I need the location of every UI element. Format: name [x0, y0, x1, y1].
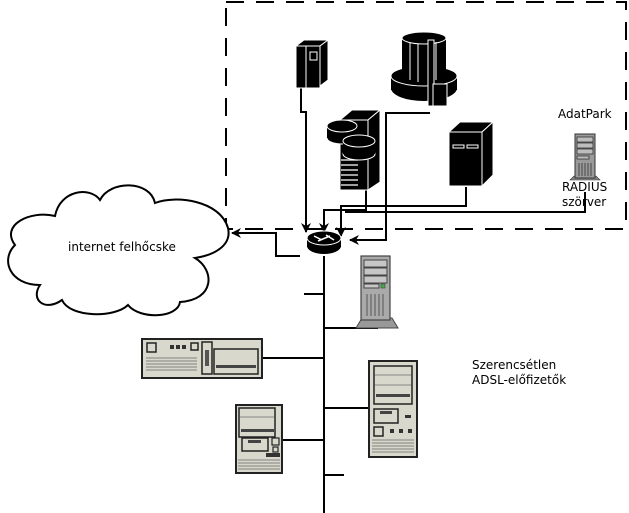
client-tower-icon[interactable] [355, 255, 399, 329]
radius-label-line1: RADIUS [562, 180, 608, 194]
subscribers-label-line2: ADSL-előfizetők [472, 373, 567, 387]
internet-cloud [7, 184, 230, 317]
minitower-pc-icon-left[interactable] [235, 404, 283, 474]
minitower-pc-icon-right[interactable] [368, 360, 418, 458]
database-server-icon[interactable] [326, 108, 382, 191]
links [231, 88, 586, 513]
server-icon[interactable] [447, 120, 495, 188]
datapark-label: AdatPark [558, 107, 612, 121]
subscribers-label-line1: Szerencsétlen [472, 358, 557, 372]
radius-label-line2: szörver [562, 195, 607, 209]
router-icon[interactable] [306, 230, 342, 254]
desktop-pc-icon[interactable] [141, 338, 263, 379]
cloud-label: internet felhőcske [68, 240, 176, 254]
tower-server-icon[interactable] [294, 39, 330, 89]
mainframe-icon[interactable] [390, 31, 458, 107]
radius-server-icon[interactable] [569, 133, 601, 181]
